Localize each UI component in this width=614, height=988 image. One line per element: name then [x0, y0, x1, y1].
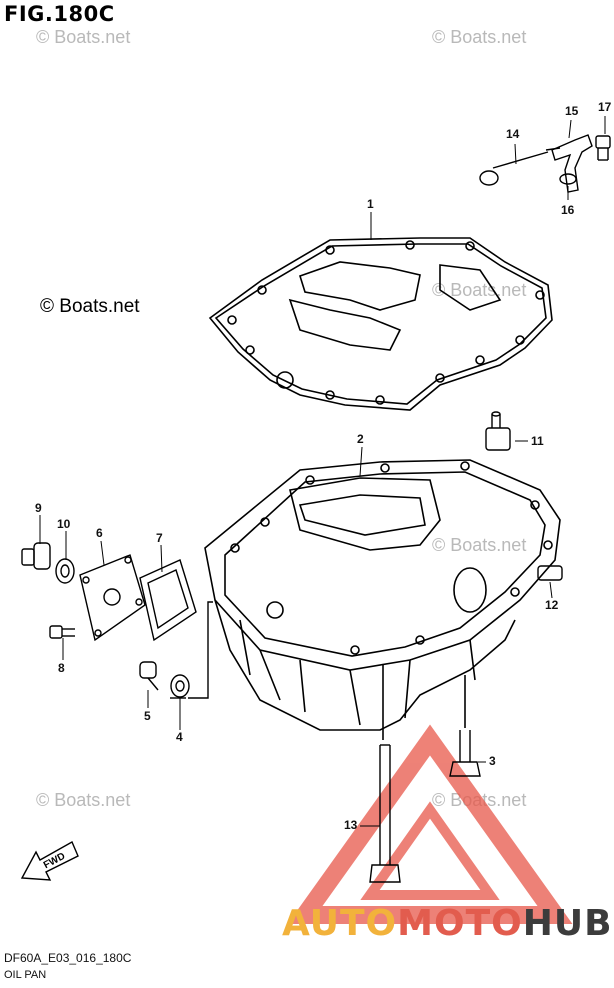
o-ring-part: [559, 173, 577, 185]
callout-12: 12: [545, 598, 559, 612]
callout-11: 11: [531, 434, 544, 448]
bolt-part-13: [369, 744, 401, 883]
callout-8: 8: [58, 661, 65, 675]
callout-10: 10: [57, 517, 71, 531]
watermark: © Boats.net: [36, 790, 131, 810]
gasket-part: [208, 237, 553, 411]
watermark: © Boats.net: [432, 280, 527, 300]
brand-wordmark: AUTOMOTOHUB: [282, 903, 613, 944]
watermark: © Boats.net: [432, 535, 527, 555]
callout-5: 5: [144, 709, 151, 723]
callout-15: 15: [565, 104, 579, 118]
callout-17: 17: [598, 100, 612, 114]
brand-part-moto: MOTO: [397, 903, 523, 944]
watermark: © Boats.net: [36, 27, 131, 47]
cover-part-6: [79, 554, 146, 642]
fitting-part-11: [485, 411, 511, 451]
callout-13: 13: [344, 818, 358, 832]
bracket-lines: [170, 601, 213, 699]
bolt-part-17: [595, 135, 611, 161]
brand-part-hub: HUB: [522, 903, 613, 944]
washer-part-4: [170, 674, 190, 698]
bolt-part-3: [449, 730, 481, 777]
gasket-part-7: [139, 559, 197, 642]
callout-6: 6: [96, 526, 103, 540]
plug-part-5: [139, 661, 159, 691]
plug-part-12: [537, 565, 563, 581]
model-code: DF60A_E03_016_180C: [4, 951, 132, 965]
callout-2: 2: [357, 432, 364, 446]
callout-16: 16: [561, 203, 575, 217]
page-title: FIG.180C: [4, 2, 115, 26]
callout-3: 3: [489, 754, 496, 768]
brand-triangle-logo: [287, 724, 573, 924]
watermark-main: © Boats.net: [40, 296, 140, 317]
leader-lines: [39, 116, 606, 827]
gasket-part-10: [55, 558, 75, 584]
bolt-part-8: [49, 625, 75, 639]
callout-4: 4: [176, 730, 183, 744]
oil-pan-part: [204, 459, 561, 740]
watermark: © Boats.net: [432, 27, 527, 47]
fwd-arrow-icon: FWD: [20, 841, 79, 881]
brand-part-auto: AUTO: [282, 903, 398, 944]
callout-9: 9: [35, 501, 42, 515]
dipstick-part: [479, 147, 561, 186]
callout-14: 14: [506, 127, 520, 141]
callout-1: 1: [367, 197, 374, 211]
figure-caption: OIL PAN: [4, 969, 47, 981]
callout-7: 7: [156, 531, 163, 545]
drain-plug-part-9: [21, 542, 51, 570]
